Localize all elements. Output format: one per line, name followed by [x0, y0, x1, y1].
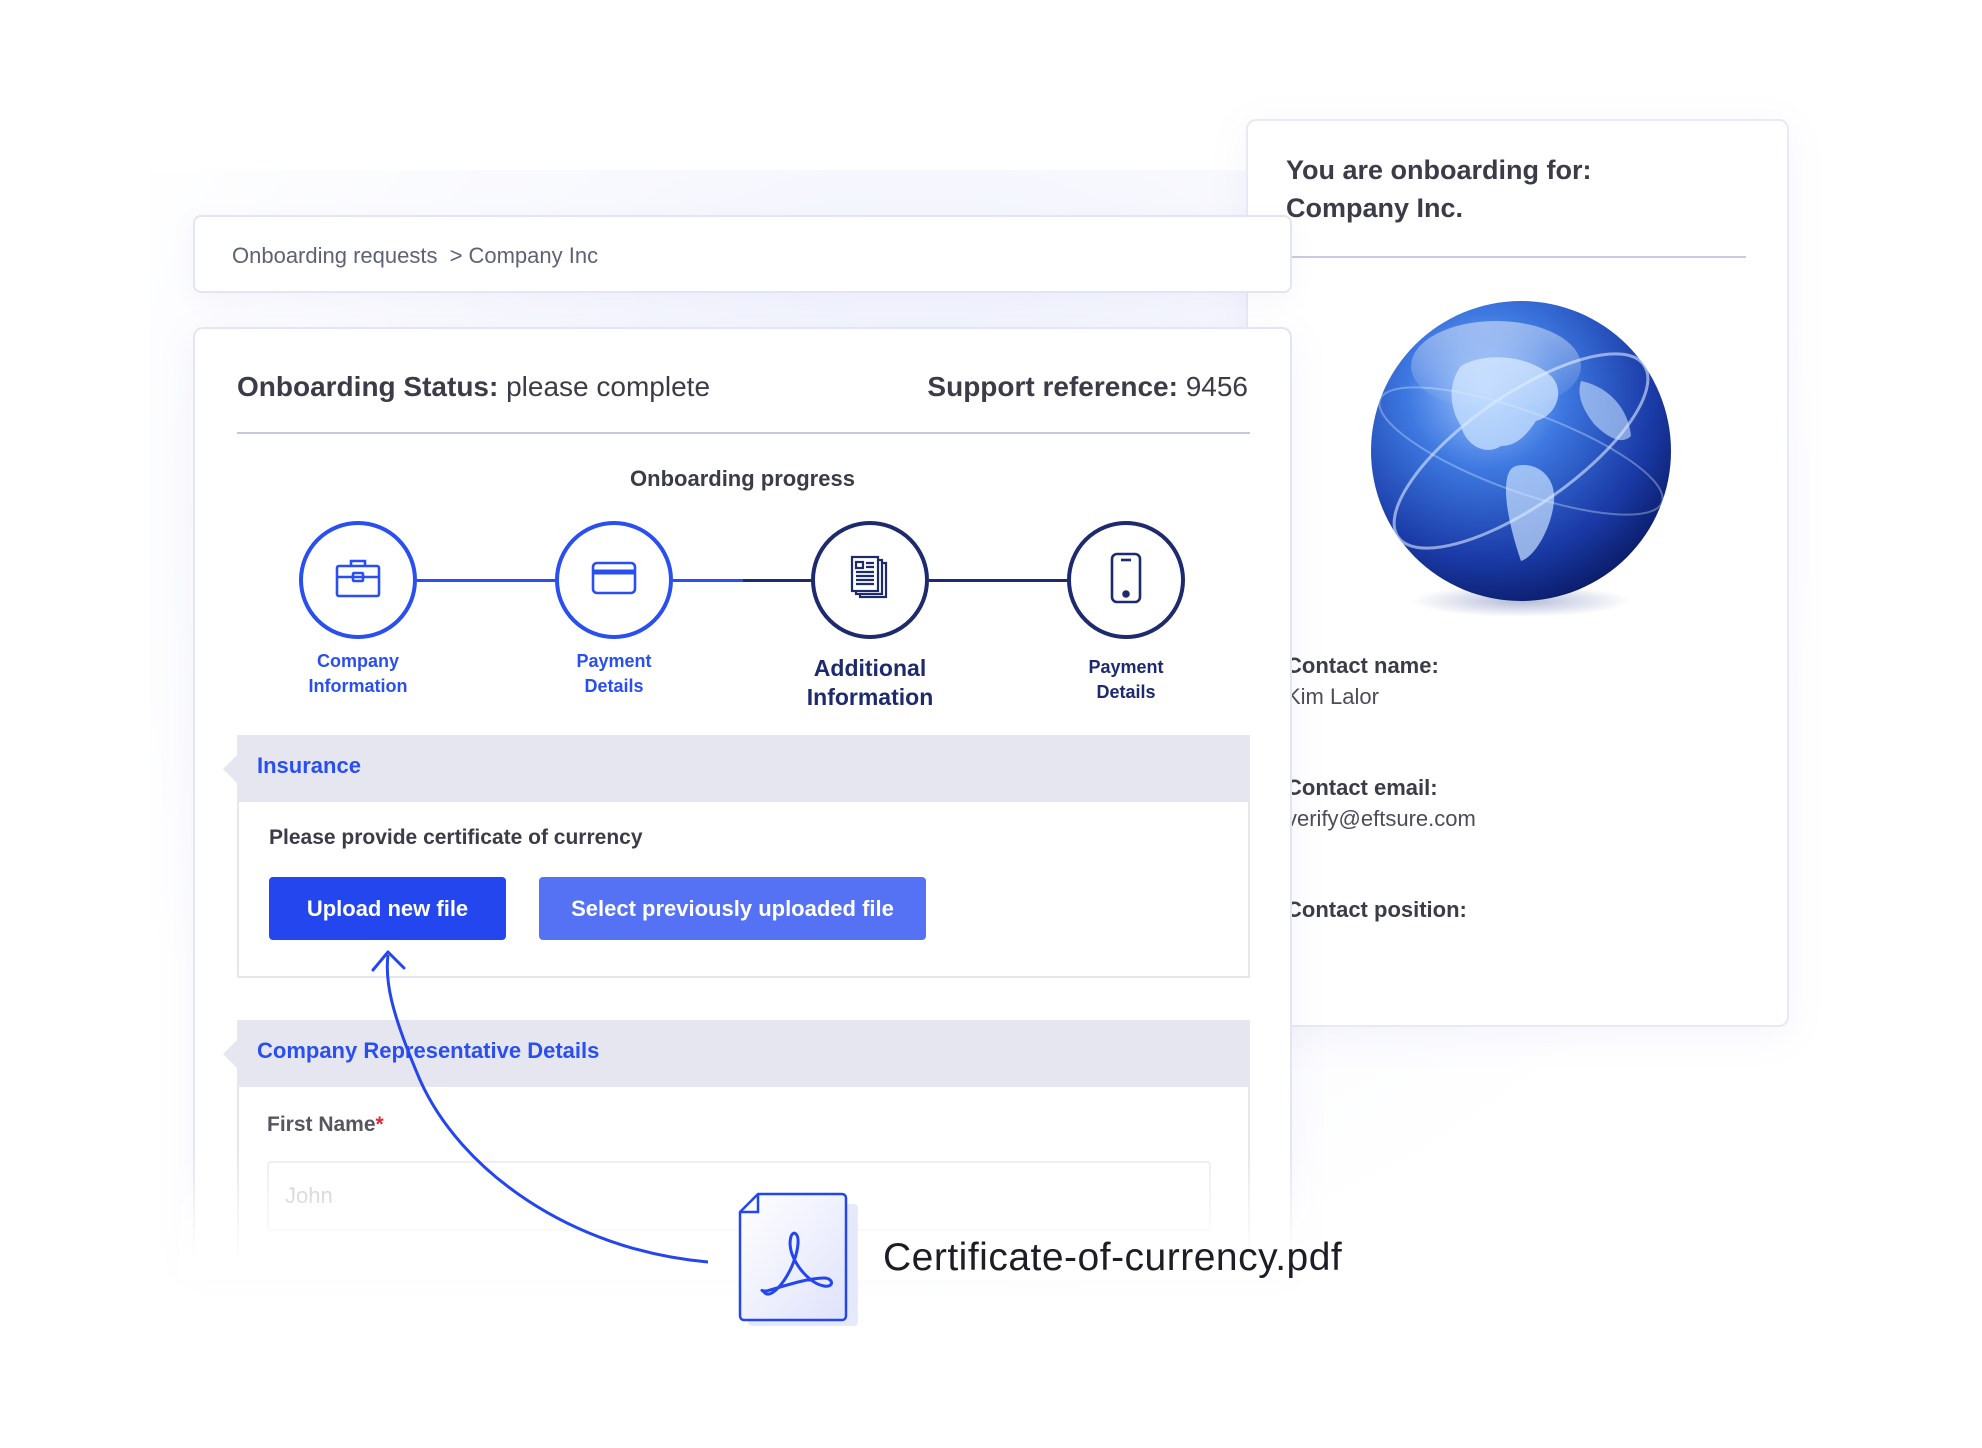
certificate-prompt: Please provide certificate of currency [269, 826, 643, 849]
breadcrumb-company: Company Inc [468, 243, 599, 268]
step-payment-details[interactable] [555, 521, 673, 639]
onboarding-for-label: You are onboarding for: [1286, 155, 1592, 185]
contact-name-field: Contact name: Kim Lalor [1286, 651, 1439, 713]
progress-connector-2a [673, 579, 743, 582]
onboarding-info-panel: You are onboarding for: Company Inc. [1246, 119, 1789, 1027]
acrobat-pdf-icon[interactable] [736, 1192, 862, 1328]
credit-card-icon [591, 561, 637, 600]
insurance-section-body: Please provide certificate of currency U… [237, 802, 1250, 978]
section-notch [223, 1040, 237, 1068]
pdf-filename: Certificate-of-currency.pdf [883, 1236, 1343, 1279]
insurance-section-title: Insurance [257, 753, 361, 778]
progress-connector-3 [929, 579, 1077, 582]
first-name-label: First Name* [267, 1113, 384, 1136]
required-asterisk: * [375, 1113, 384, 1136]
representative-section-header[interactable]: Company Representative Details [223, 1020, 1250, 1087]
documents-icon [850, 555, 890, 606]
section-notch [223, 755, 237, 783]
mobile-phone-icon [1110, 552, 1142, 609]
globe-icon [1366, 296, 1676, 626]
breadcrumb-onboarding-requests[interactable]: Onboarding requests [232, 243, 438, 268]
status-value: please complete [506, 371, 711, 402]
onboarding-form-card: Onboarding Status: please complete Suppo… [193, 327, 1292, 1257]
contact-name-label: Contact name: [1286, 653, 1439, 678]
briefcase-icon [335, 557, 381, 604]
onboarding-status: Onboarding Status: please complete [237, 371, 710, 403]
step-company-information[interactable] [299, 521, 417, 639]
status-divider [237, 432, 1250, 434]
support-reference: Support reference: 9456 [927, 371, 1248, 403]
contact-email-field: Contact email: verify@eftsure.com [1286, 773, 1476, 835]
company-name: Company Inc. [1286, 193, 1464, 223]
contact-name-value: Kim Lalor [1286, 684, 1379, 709]
onboarding-for-title: You are onboarding for: Company Inc. [1286, 151, 1592, 227]
status-label: Onboarding Status: [237, 371, 499, 402]
contact-position-field: Contact position: [1286, 895, 1467, 925]
representative-section-title: Company Representative Details [257, 1038, 600, 1063]
progress-connector-1 [417, 579, 565, 582]
progress-connector-2b [743, 579, 821, 582]
contact-position-label: Contact position: [1286, 897, 1467, 922]
upload-new-file-button[interactable]: Upload new file [269, 877, 506, 940]
support-reference-value: 9456 [1185, 371, 1248, 402]
select-previous-file-button[interactable]: Select previously uploaded file [539, 877, 926, 940]
contact-email-value: verify@eftsure.com [1286, 806, 1476, 831]
panel-divider [1286, 256, 1746, 258]
step-payment-details-final[interactable] [1067, 521, 1185, 639]
progress-title: Onboarding progress [630, 466, 855, 491]
breadcrumb-separator: > [449, 243, 463, 268]
step-additional-information[interactable] [811, 521, 929, 639]
breadcrumb: Onboarding requests >Company Inc [232, 243, 604, 269]
contact-email-label: Contact email: [1286, 775, 1438, 800]
support-reference-label: Support reference: [927, 371, 1178, 402]
breadcrumb-bar: Onboarding requests >Company Inc [193, 215, 1292, 293]
insurance-section-header[interactable]: Insurance [223, 735, 1250, 802]
